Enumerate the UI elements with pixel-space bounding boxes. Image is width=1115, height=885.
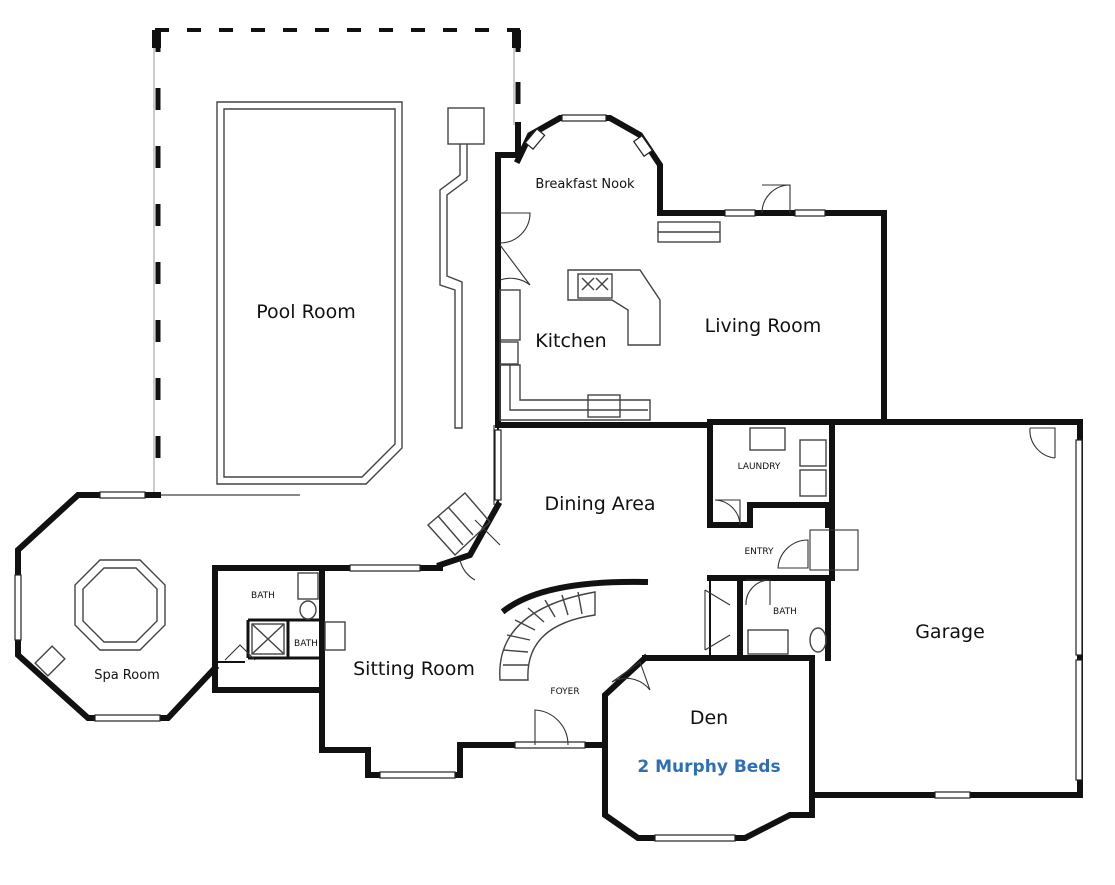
- label-laundry: LAUNDRY: [738, 462, 781, 472]
- label-entry: ENTRY: [744, 547, 774, 557]
- label-foyer: FOYER: [550, 687, 579, 697]
- pool-room-walls: [152, 28, 521, 495]
- label-bath-small: BATH: [294, 639, 318, 649]
- label-pool-room: Pool Room: [256, 301, 355, 323]
- pool-deck-fixtures: [439, 107, 485, 429]
- spa-tub: [34, 559, 166, 677]
- windows: [14, 114, 1083, 842]
- label-bath-upper: BATH: [251, 591, 275, 601]
- label-breakfast-nook: Breakfast Nook: [535, 177, 635, 192]
- label-bath-right: BATH: [773, 607, 797, 617]
- label-den: Den: [690, 707, 728, 729]
- doors: [224, 184, 1056, 746]
- label-dining-area: Dining Area: [544, 493, 655, 515]
- label-garage: Garage: [915, 621, 985, 643]
- label-living-room: Living Room: [705, 315, 822, 337]
- label-sitting-room: Sitting Room: [353, 658, 475, 680]
- laundry-fixtures: [749, 427, 827, 497]
- label-kitchen: Kitchen: [535, 330, 606, 352]
- label-spa-room: Spa Room: [94, 668, 160, 683]
- kitchen-fixtures: [499, 221, 721, 421]
- bath-fixtures: [251, 572, 827, 655]
- pool: [216, 101, 403, 485]
- label-den-murphy-beds: 2 Murphy Beds: [637, 757, 780, 777]
- staircase: [427, 492, 596, 681]
- exterior-walls: [15, 115, 1083, 841]
